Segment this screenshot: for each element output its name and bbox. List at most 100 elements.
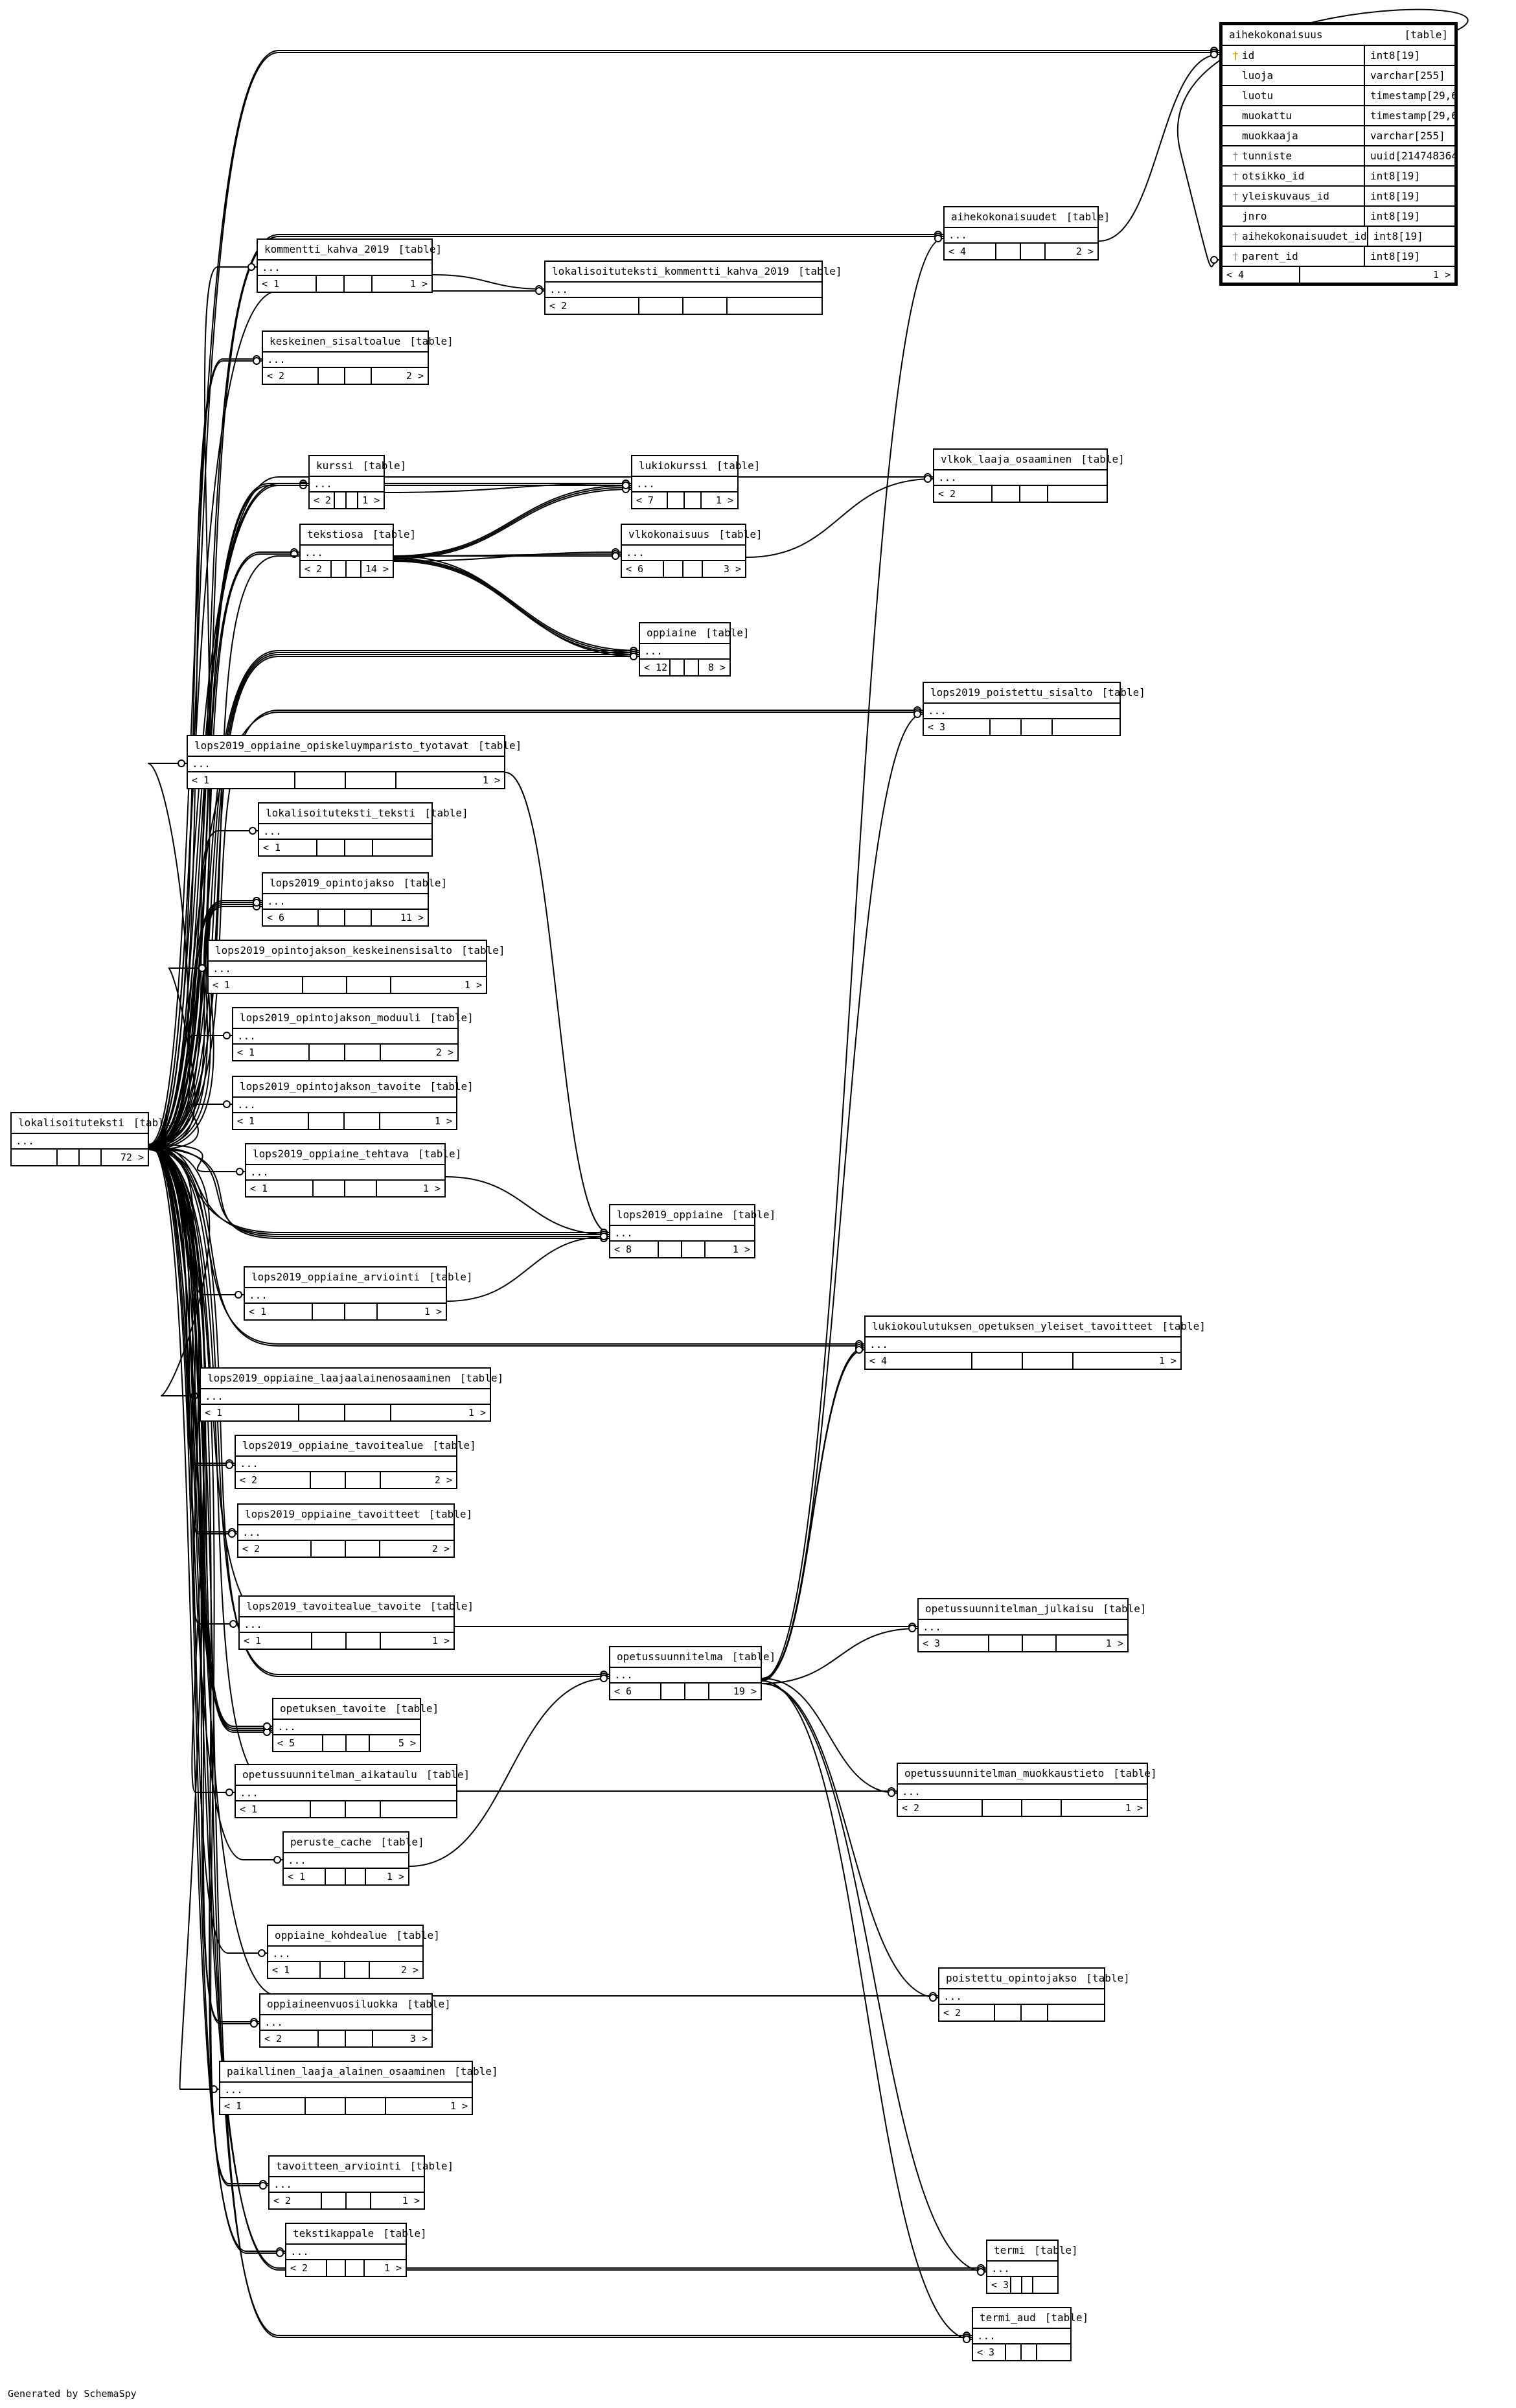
children-link[interactable]: 11 >	[400, 912, 424, 923]
parents-link[interactable]: < 1	[284, 1869, 327, 1884]
children-link[interactable]	[728, 298, 821, 314]
parents-link[interactable]: < 1	[188, 772, 295, 788]
children-link[interactable]: 1 >	[464, 979, 482, 991]
children-link[interactable]: 3 >	[409, 2033, 428, 2044]
children-link[interactable]: 2 >	[1075, 246, 1094, 257]
table-lokalisoituteksti-teksti[interactable]: lokalisoituteksti_teksti[table]...< 1	[258, 802, 468, 857]
children-link[interactable]: 1 >	[362, 494, 380, 506]
table-lops2019-opintojakson-tavoite[interactable]: lops2019_opintojakson_tavoite[table]...<…	[232, 1076, 474, 1130]
parents-link[interactable]: < 2	[260, 2031, 319, 2046]
parents-link[interactable]: < 1	[209, 977, 303, 993]
parents-link[interactable]: < 2	[310, 492, 335, 508]
children-link[interactable]: 1 >	[409, 278, 428, 290]
parents-link[interactable]: < 2	[263, 368, 319, 384]
parents-link[interactable]: < 7	[632, 492, 669, 508]
children-link[interactable]: 2 >	[400, 1964, 419, 1976]
parents-link[interactable]: < 4	[1223, 267, 1300, 283]
parents-link[interactable]: < 2	[270, 2193, 322, 2208]
children-link[interactable]: 1 >	[450, 2100, 468, 2112]
children-link[interactable]	[1048, 2005, 1104, 2020]
children-link[interactable]	[1033, 2277, 1057, 2293]
children-link[interactable]: 1 >	[402, 2195, 420, 2206]
table-lops2019-oppiaine-tavoitteet[interactable]: lops2019_oppiaine_tavoitteet[table]...< …	[237, 1503, 472, 1558]
children-link[interactable]	[381, 1801, 456, 1817]
parents-link[interactable]: < 2	[301, 561, 332, 577]
children-link[interactable]: 2 >	[406, 370, 424, 382]
parents-link[interactable]: < 12	[640, 660, 671, 675]
table-termi-aud[interactable]: termi_aud[table]...< 3	[972, 2307, 1088, 2361]
children-link[interactable]: 1 >	[715, 494, 733, 506]
children-link[interactable]	[1053, 719, 1120, 735]
parents-link[interactable]: < 4	[866, 1353, 973, 1369]
parents-link[interactable]: < 2	[939, 2005, 996, 2020]
children-link[interactable]: 5 >	[398, 1737, 416, 1749]
table-paikallinen-laaja-alainen-osaaminen[interactable]: paikallinen_laaja_alainen_osaaminen[tabl…	[219, 2061, 498, 2115]
children-link[interactable]: 14 >	[365, 563, 389, 575]
table-lok-kommentti[interactable]: lokalisoituteksti_kommentti_kahva_2019[t…	[544, 260, 842, 315]
children-link[interactable]: 1 >	[468, 1407, 486, 1418]
parents-link[interactable]: < 2	[286, 2260, 327, 2276]
parents-link[interactable]: < 1	[233, 1113, 309, 1129]
parents-link[interactable]: < 1	[245, 1304, 314, 1319]
parents-link[interactable]: < 4	[945, 244, 997, 259]
children-link[interactable]: 1 >	[1432, 269, 1451, 281]
parents-link[interactable]: < 3	[924, 719, 991, 735]
table-lops2019-oppiaine-laajaalainenosaaminen[interactable]: lops2019_oppiaine_laajaalainenosaaminen[…	[200, 1367, 503, 1422]
parents-link[interactable]: < 8	[610, 1242, 660, 1257]
children-link[interactable]: 1 >	[1158, 1355, 1177, 1367]
parents-link[interactable]: < 1	[201, 1405, 299, 1420]
parents-link[interactable]	[12, 1150, 58, 1165]
table-lops2019-oppiaine-tavoitealue[interactable]: lops2019_oppiaine_tavoitealue[table]...<…	[235, 1435, 476, 1489]
children-link[interactable]	[1048, 486, 1107, 502]
parents-link[interactable]: < 6	[263, 910, 319, 925]
parents-link[interactable]: < 3	[987, 2277, 1011, 2293]
children-link[interactable]: 1 >	[482, 774, 500, 786]
parents-link[interactable]: < 1	[268, 1962, 321, 1978]
children-link[interactable]: 19 >	[733, 1685, 757, 1697]
parents-link[interactable]: < 6	[622, 561, 664, 577]
table-opetussuunnitelman-muokkaustieto[interactable]: opetussuunnitelman_muokkaustieto[table].…	[897, 1763, 1157, 1817]
children-link[interactable]: 1 >	[386, 1871, 404, 1882]
table-lops2019-tavoitealue-tavoite[interactable]: lops2019_tavoitealue_tavoite[table]...< …	[238, 1595, 474, 1650]
parents-link[interactable]: < 2	[546, 298, 639, 314]
parents-link[interactable]: < 1	[240, 1633, 313, 1649]
children-link[interactable]: 1 >	[434, 1115, 452, 1127]
table-opetussuunnitelman-julkaisu[interactable]: opetussuunnitelman_julkaisu[table]...< 3…	[917, 1598, 1147, 1652]
table-lokalisoituteksti[interactable]: lokalisoituteksti[table]...72 >	[10, 1112, 177, 1166]
table-lops2019-oppiaine-arviointi[interactable]: lops2019_oppiaine_arviointi[table]...< 1…	[244, 1266, 473, 1321]
children-link[interactable]: 2 >	[431, 1543, 450, 1555]
table-poistettu-opintojakso[interactable]: poistettu_opintojakso[table]...< 2	[938, 1967, 1130, 2022]
table-lukiokoulutuksen-opetuksen-yleiset-tavoitteet[interactable]: lukiokoulutuksen_opetuksen_yleiset_tavoi…	[864, 1315, 1206, 1370]
parents-link[interactable]: < 3	[919, 1636, 990, 1651]
table-lops2019-opintojakson-keskeinensisalto[interactable]: lops2019_opintojakson_keskeinensisalto[t…	[207, 940, 505, 994]
children-link[interactable]: 1 >	[384, 2262, 402, 2274]
children-link[interactable]: 2 >	[434, 1474, 452, 1486]
table-lops2019-poistettu-sisalto[interactable]: lops2019_poistettu_sisalto[table]...< 3	[923, 682, 1145, 736]
children-link[interactable]: 1 >	[424, 1306, 442, 1317]
children-link[interactable]: 1 >	[1105, 1638, 1123, 1649]
parents-link[interactable]: < 5	[273, 1735, 323, 1751]
children-link[interactable]	[1037, 2344, 1070, 2360]
table-lops2019-opintojakson-moduuli[interactable]: lops2019_opintojakson_moduuli[table]...<…	[232, 1007, 474, 1061]
parents-link[interactable]: < 1	[259, 840, 318, 855]
children-link[interactable]: 1 >	[422, 1183, 441, 1194]
table-vlkok-laaja-osaaminen[interactable]: vlkok_laaja_osaaminen[table]...< 2	[933, 448, 1125, 503]
children-link[interactable]: 1 >	[1125, 1802, 1143, 1814]
children-link[interactable]	[373, 840, 431, 855]
table-opetussuunnitelman-aikataulu[interactable]: opetussuunnitelman_aikataulu[table]...< …	[235, 1764, 470, 1818]
